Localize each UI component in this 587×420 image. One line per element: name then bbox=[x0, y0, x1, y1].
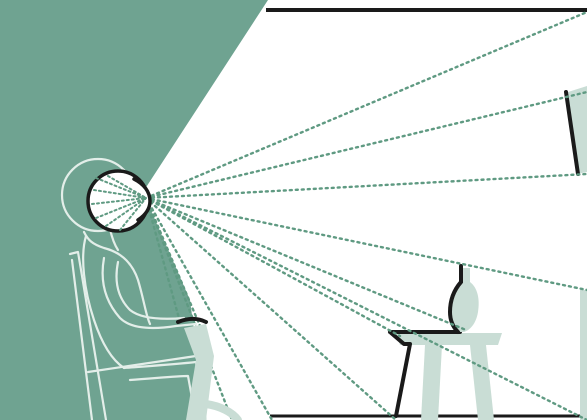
sightline-12 bbox=[146, 198, 587, 420]
side-table bbox=[390, 266, 502, 420]
table-leg-back bbox=[470, 345, 494, 420]
sightline-3 bbox=[146, 174, 587, 198]
sightline-2 bbox=[146, 92, 587, 198]
book-lower-sheet bbox=[206, 404, 238, 420]
table-top bbox=[396, 333, 502, 345]
table-leg-front bbox=[421, 345, 442, 420]
wall-picture-frame bbox=[566, 86, 587, 174]
right-edge-post bbox=[580, 290, 587, 420]
visual-field-icon bbox=[88, 171, 150, 231]
sightline-4 bbox=[146, 198, 587, 290]
